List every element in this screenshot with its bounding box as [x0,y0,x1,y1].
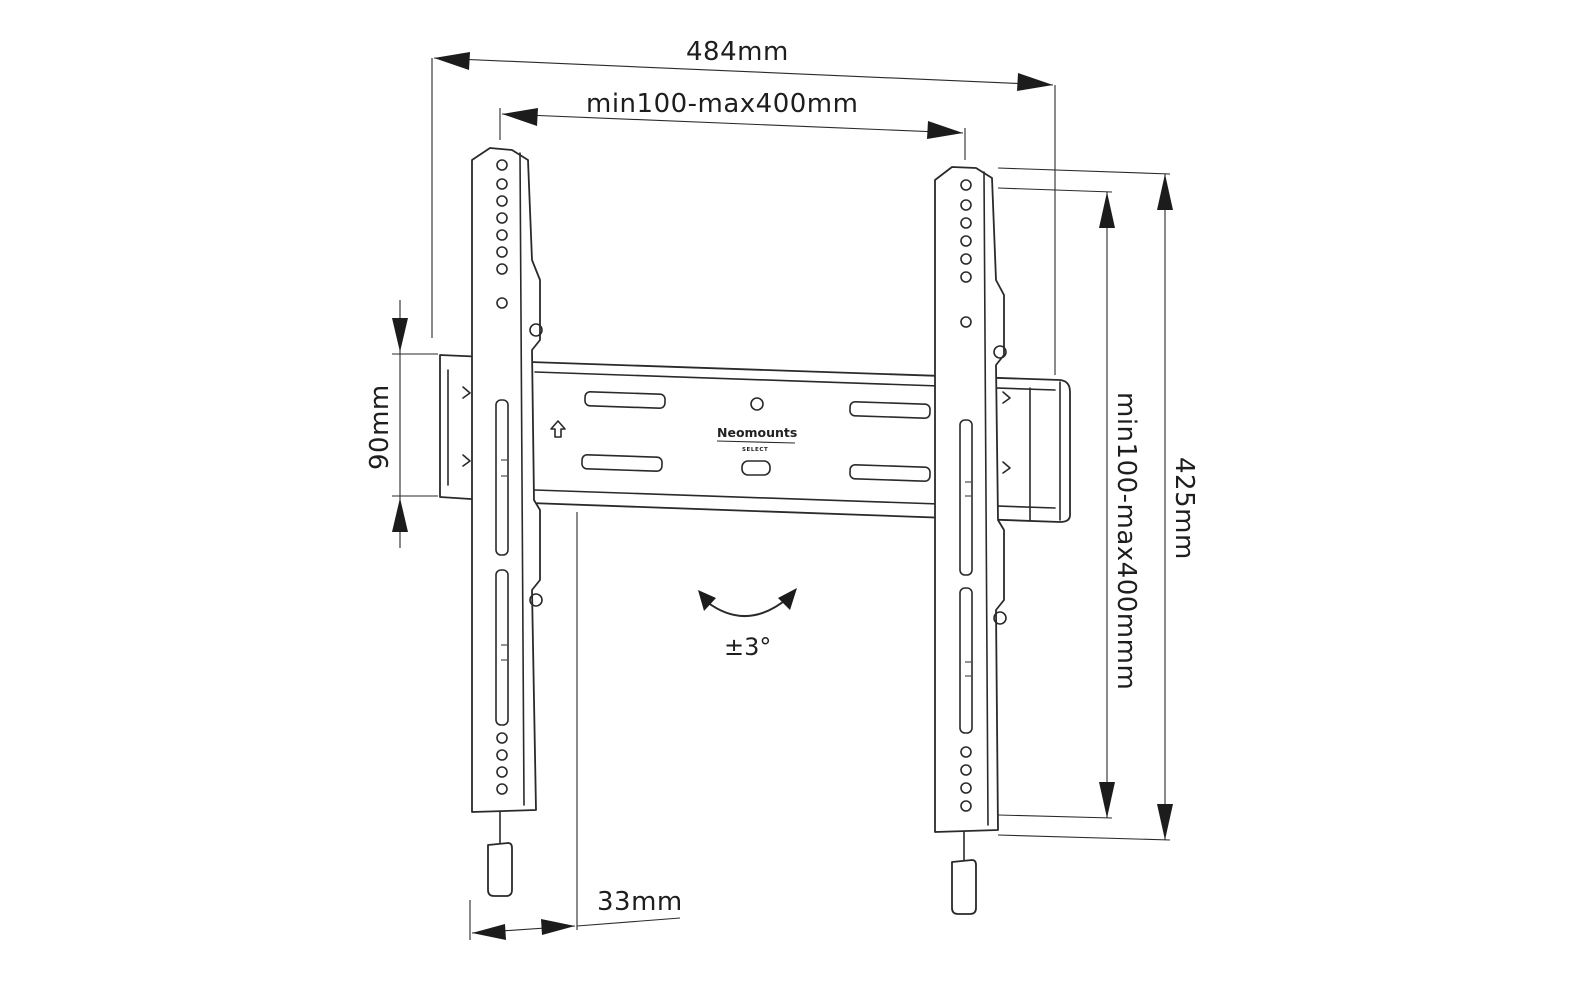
vesa-vertical-label: min100-max400mmm [1111,392,1141,690]
dimension-rail-height: 90mm [365,300,438,548]
overall-width-label: 484mm [686,37,789,67]
brand-logo: Neomounts SELECT [716,425,797,453]
right-bracket [934,166,1007,915]
dimension-vesa-horizontal: min100-max400mm [499,89,966,160]
overall-height-label: 425mm [1169,457,1199,560]
left-bracket [471,147,543,897]
tilt-arrow-right-icon [778,588,797,610]
dimension-overall-width: 484mm [431,37,1056,375]
dimension-wall-distance: 33mm [469,512,683,940]
tilt-indicator: ±3° [698,588,797,661]
tilt-arrow-left-icon [698,590,716,611]
vesa-horizontal-label: min100-max400mm [586,89,858,119]
rail-height-label: 90mm [365,384,395,470]
brand-subline: SELECT [742,447,768,453]
dimension-overall-height: 425mm [997,167,1199,841]
tilt-label: ±3° [724,633,771,661]
brand-name: Neomounts [717,425,797,440]
dimension-vesa-vertical: min100-max400mmm [997,187,1141,819]
wall-distance-label: 33mm [597,887,683,917]
